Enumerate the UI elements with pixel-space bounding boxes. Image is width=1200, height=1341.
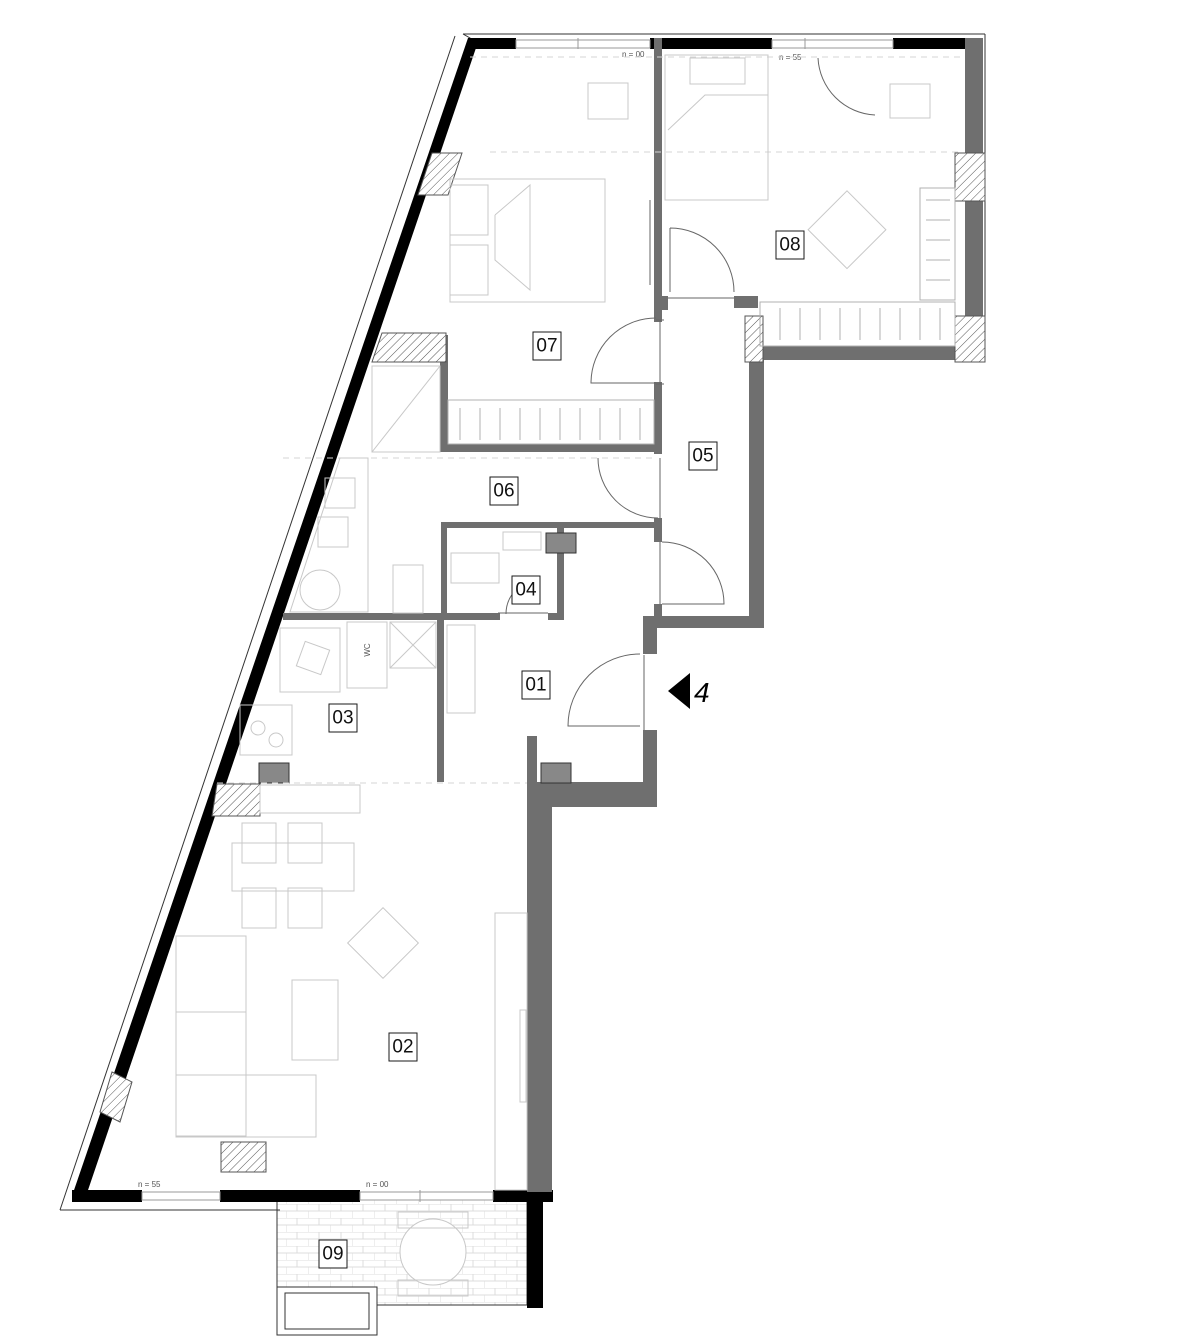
- svg-text:04: 04: [515, 580, 537, 601]
- svg-text:09: 09: [322, 1244, 343, 1265]
- svg-text:01: 01: [525, 675, 546, 696]
- room-labels: 01 02 03 04 05 06 07 08: [318, 230, 805, 1269]
- room-label-05: 05: [688, 441, 718, 471]
- entrance-label: 4: [694, 677, 710, 708]
- window-height-bottom-right: n = 00: [366, 1180, 389, 1189]
- wc-label: WC: [363, 643, 372, 657]
- room-label-03: 03: [328, 703, 358, 733]
- living-02-furniture: [175, 784, 528, 1191]
- facade-outline: [59, 33, 986, 1211]
- room-label-09: 09: [318, 1239, 348, 1269]
- svg-text:07: 07: [536, 336, 557, 357]
- svg-text:05: 05: [692, 446, 713, 467]
- window-height-top-left: n = 00: [622, 50, 645, 59]
- room-label-04: 04: [511, 575, 541, 605]
- structural-columns: [99, 152, 986, 1173]
- entrance-marker: 4: [668, 673, 710, 709]
- doors: [498, 57, 876, 730]
- window-height-bottom-left: n = 55: [138, 1180, 161, 1189]
- room-label-01: 01: [521, 670, 551, 700]
- room-label-07: 07: [532, 331, 562, 361]
- window-top-right: [771, 39, 894, 49]
- svg-text:02: 02: [392, 1037, 413, 1058]
- entrance-arrow-icon: [668, 673, 690, 709]
- kitchen-03-furniture: WC: [239, 621, 476, 756]
- bathroom-04-furniture: [450, 531, 542, 584]
- room-label-02: 02: [388, 1032, 418, 1062]
- terrace-table: [399, 1218, 467, 1286]
- svg-text:08: 08: [779, 235, 800, 256]
- room-label-08: 08: [775, 230, 805, 260]
- dashed-guides: [217, 56, 960, 784]
- svg-text:06: 06: [493, 481, 514, 502]
- windows: [141, 38, 894, 1202]
- interior-walls: [283, 38, 965, 1192]
- window-bottom-right: [359, 1191, 494, 1201]
- bedroom-07-furniture: [371, 82, 655, 453]
- kitchen-06-furniture: [289, 457, 424, 614]
- terrace-09: [276, 1199, 528, 1336]
- room-label-06: 06: [489, 476, 519, 506]
- window-top-left: [515, 39, 651, 49]
- bedroom-08-furniture: [664, 54, 956, 347]
- svg-text:03: 03: [332, 708, 353, 729]
- window-bottom-left: [141, 1191, 221, 1201]
